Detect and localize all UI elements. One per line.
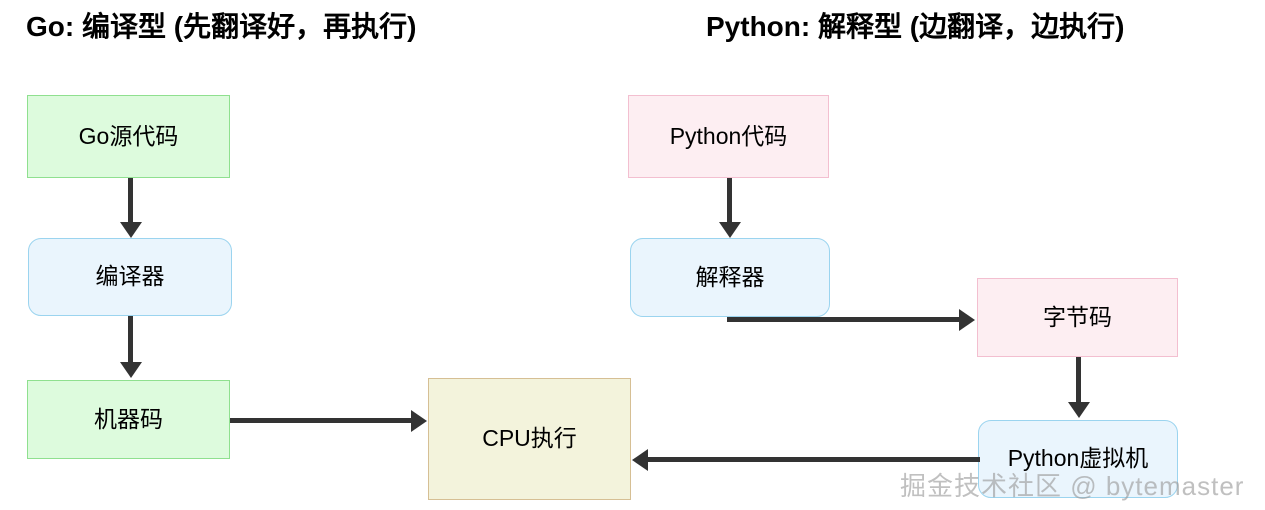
arrow-shaft bbox=[230, 418, 413, 423]
watermark: 掘金技术社区 @ bytemaster bbox=[900, 471, 1245, 501]
arrow-shaft bbox=[128, 316, 133, 364]
arrow-head bbox=[1067, 402, 1090, 418]
node-go-source-label: Go源代码 bbox=[78, 122, 179, 149]
node-compiler[interactable]: 编译器 bbox=[28, 238, 232, 316]
arrow-shaft bbox=[648, 457, 980, 462]
python-section-title: Python: 解释型 (边翻译，边执行) bbox=[706, 11, 1125, 42]
arrow-shaft bbox=[128, 178, 133, 224]
node-compiler-label: 编译器 bbox=[95, 263, 165, 290]
arrow-head bbox=[632, 448, 648, 471]
arrow-head bbox=[718, 222, 741, 238]
node-cpu-exec[interactable]: CPU执行 bbox=[428, 378, 631, 500]
go-section-title: Go: 编译型 (先翻译好，再执行) bbox=[26, 11, 417, 42]
arrow-shaft bbox=[1076, 357, 1081, 404]
node-machine-code[interactable]: 机器码 bbox=[27, 380, 230, 459]
node-interpreter[interactable]: 解释器 bbox=[630, 238, 830, 317]
node-cpu-exec-label: CPU执行 bbox=[482, 425, 577, 452]
node-interpreter-label: 解释器 bbox=[695, 263, 765, 290]
node-bytecode[interactable]: 字节码 bbox=[977, 278, 1178, 357]
node-python-vm-label: Python虚拟机 bbox=[1007, 445, 1149, 472]
arrow-shaft bbox=[727, 317, 961, 322]
node-python-vm[interactable]: Python虚拟机 bbox=[978, 420, 1178, 498]
arrow-shaft bbox=[727, 178, 732, 224]
arrow-head bbox=[959, 308, 975, 331]
node-machine-code-label: 机器码 bbox=[94, 405, 163, 432]
arrow-head bbox=[119, 362, 142, 378]
node-go-source[interactable]: Go源代码 bbox=[27, 95, 230, 178]
node-python-source[interactable]: Python代码 bbox=[628, 95, 829, 178]
node-bytecode-label: 字节码 bbox=[1043, 303, 1112, 330]
arrow-head bbox=[411, 409, 427, 432]
node-python-source-label: Python代码 bbox=[669, 122, 788, 149]
arrow-head bbox=[119, 222, 142, 238]
